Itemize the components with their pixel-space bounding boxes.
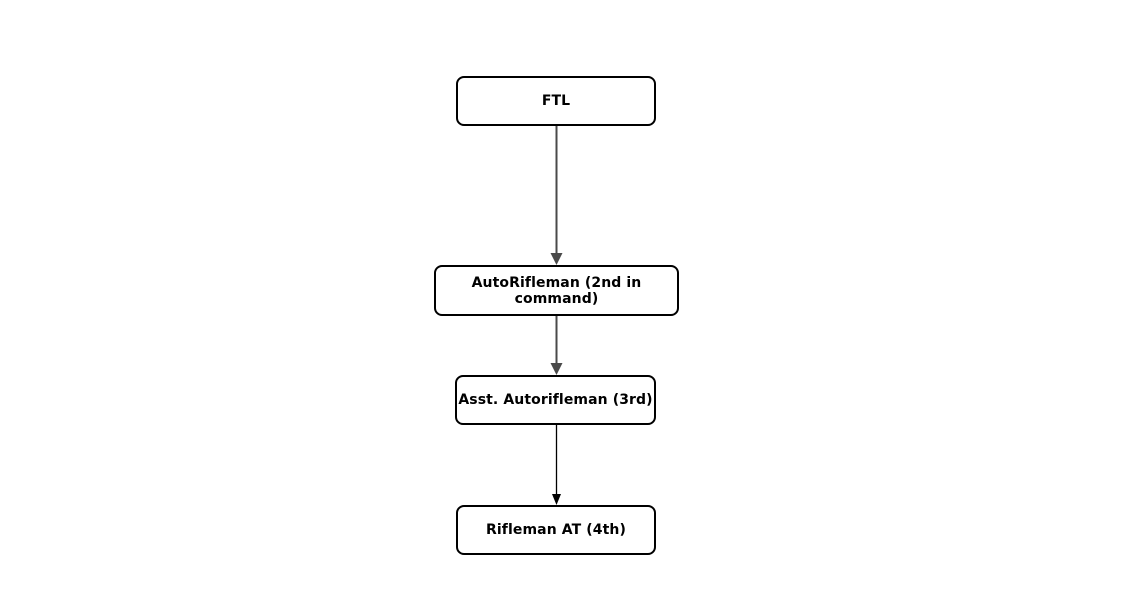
node-rifleman-at-label: Rifleman AT (4th) bbox=[486, 522, 626, 538]
node-ftl-label: FTL bbox=[541, 93, 571, 109]
arrow-autorifleman-to-asst bbox=[550, 316, 563, 375]
node-autorifleman: AutoRifleman (2nd in command) bbox=[434, 265, 679, 316]
arrow-asst-to-rifleman-at bbox=[552, 425, 561, 505]
node-ftl: FTL bbox=[456, 76, 656, 126]
arrow-ftl-to-autorifleman bbox=[550, 126, 563, 265]
node-rifleman-at: Rifleman AT (4th) bbox=[456, 505, 656, 555]
node-asst-autorifleman-label: Asst. Autorifleman (3rd) bbox=[458, 392, 653, 408]
node-asst-autorifleman: Asst. Autorifleman (3rd) bbox=[455, 375, 656, 425]
node-autorifleman-label: AutoRifleman (2nd in command) bbox=[471, 274, 642, 307]
